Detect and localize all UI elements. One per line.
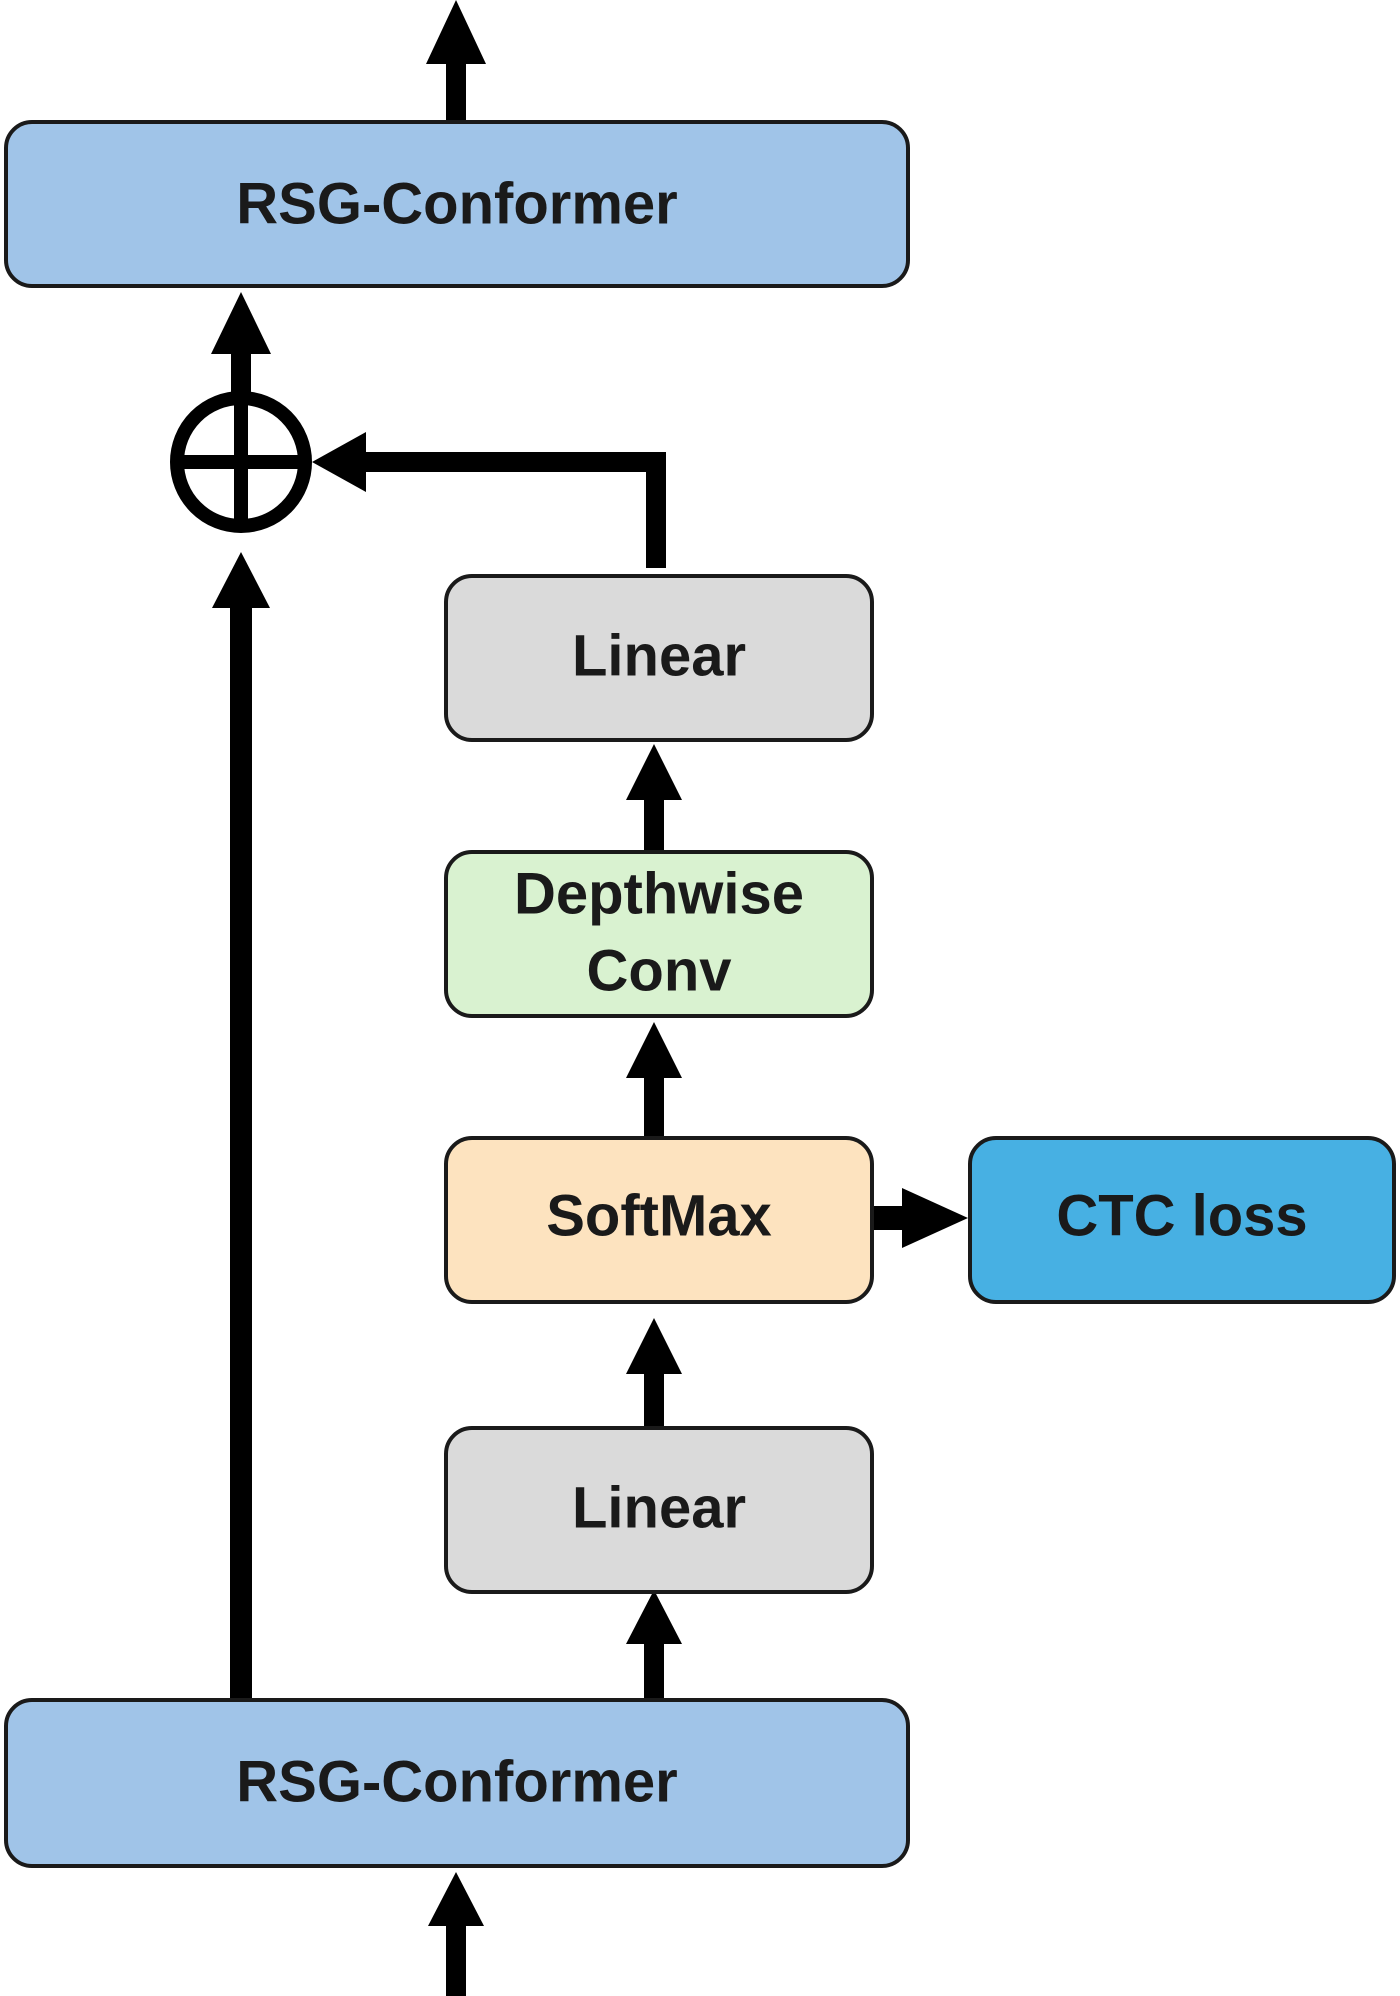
arrow-residual-to-sum [212, 552, 270, 1700]
linear-bottom-box: Linear [444, 1426, 874, 1594]
arrow-conformer-top-output [426, 0, 486, 122]
ctc-loss-label: CTC loss [1056, 1183, 1307, 1248]
arrow-depthwise-to-linear-top [626, 744, 682, 852]
arrow-linear-top-to-sum [312, 432, 666, 568]
arrow-linear-to-softmax [626, 1318, 682, 1428]
arrow-softmax-to-ctc-loss [872, 1188, 968, 1248]
linear-top-label: Linear [572, 623, 746, 688]
arrow-softmax-to-depthwise [626, 1022, 682, 1138]
arrow-input-to-conformer-bottom [428, 1872, 484, 1996]
sum-node [170, 391, 312, 533]
conformer-top-label: RSG-Conformer [236, 171, 677, 236]
conformer-bottom-box: RSG-Conformer [4, 1698, 910, 1868]
ctc-loss-box: CTC loss [968, 1136, 1396, 1304]
softmax-label: SoftMax [546, 1183, 772, 1248]
softmax-box: SoftMax [444, 1136, 874, 1304]
depthwise-conv-box: Depthwise Conv [444, 850, 874, 1018]
linear-top-box: Linear [444, 574, 874, 742]
arrow-conformer-to-linear-bottom [626, 1590, 682, 1700]
conformer-top-box: RSG-Conformer [4, 120, 910, 288]
conformer-bottom-label: RSG-Conformer [236, 1749, 677, 1814]
depthwise-conv-label-line1: Depthwise [514, 861, 804, 926]
depthwise-conv-label-line2: Conv [587, 938, 732, 1003]
linear-bottom-label: Linear [572, 1475, 746, 1540]
arrow-sum-to-conformer-top [211, 292, 271, 406]
